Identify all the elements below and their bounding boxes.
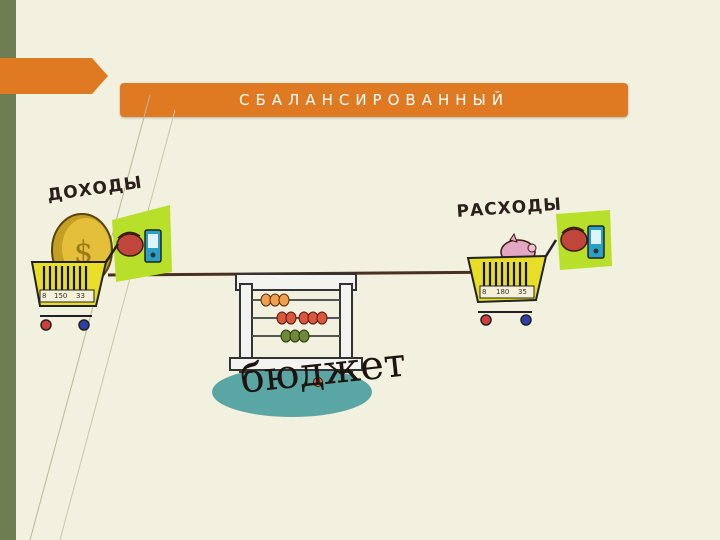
left-shopping-cart-icon <box>30 243 120 331</box>
right-hand-icon <box>560 226 588 252</box>
left-calculator-icon <box>144 229 162 263</box>
right-calculator-icon <box>587 225 605 259</box>
sidebar-accent <box>0 0 16 540</box>
abacus-icon <box>229 273 363 373</box>
budget-oval <box>212 367 372 417</box>
right-price-3: 35 <box>518 288 527 296</box>
left-price-3: 33 <box>76 292 85 300</box>
left-price-1: 8 <box>42 292 47 300</box>
title-banner: СБАЛАНСИРОВАННЫЙ <box>120 83 628 117</box>
right-shopping-cart-icon <box>466 239 558 326</box>
title-text: СБАЛАНСИРОВАННЫЙ <box>239 91 509 109</box>
right-price-2: 180 <box>496 288 510 296</box>
left-price-2: 150 <box>54 292 68 300</box>
left-hand-icon <box>116 231 144 257</box>
budget-dot-icon <box>313 377 323 387</box>
right-price-1: 8 <box>482 288 487 296</box>
orange-arrow-tab <box>0 58 108 94</box>
